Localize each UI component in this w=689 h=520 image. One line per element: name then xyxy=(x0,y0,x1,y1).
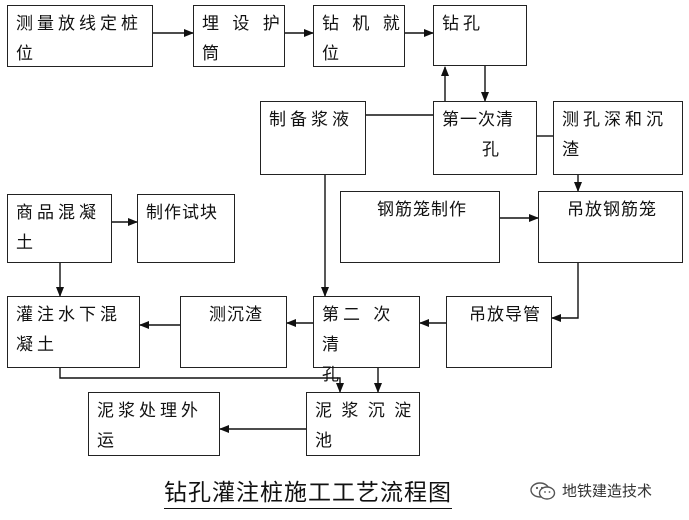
diagram-title: 钻孔灌注桩施工工艺流程图 xyxy=(164,479,452,509)
arrow-pour-tank xyxy=(59,368,344,393)
node-drill-line1: 钻孔 xyxy=(442,14,484,34)
node-tremie-line1: 吊放导管 xyxy=(469,305,541,325)
arrow-cage-tremie xyxy=(551,263,579,322)
wechat-icon xyxy=(530,481,556,500)
node-tank-line2: 池 xyxy=(315,431,336,451)
node-measure: 测孔深和沉 渣 xyxy=(553,101,683,175)
node-mud-prep-line1: 制备浆液 xyxy=(269,110,353,130)
node-rig-line1: 钻 机 就 xyxy=(322,14,404,34)
node-pour-line2: 凝土 xyxy=(16,335,58,355)
node-clean2: 第二 次 清 孔 xyxy=(313,296,420,385)
node-clean1-line2: 孔 xyxy=(482,140,503,160)
watermark-text: 地铁建造技术 xyxy=(562,482,653,500)
node-tank: 泥 浆 沉 淀 池 xyxy=(306,392,420,456)
node-treat-line2: 运 xyxy=(97,431,118,451)
node-cage-hoist-line1: 吊放钢筋笼 xyxy=(567,200,657,220)
node-survey-line1: 测量放线定桩 xyxy=(16,14,142,34)
node-survey: 测量放线定桩 位 xyxy=(7,5,153,67)
node-measure-line1: 测孔深和沉 xyxy=(562,110,667,130)
node-pour-line1: 灌注水下混 xyxy=(16,305,121,325)
node-drill: 钻孔 xyxy=(433,5,527,66)
node-test-block: 制作试块 xyxy=(137,194,235,263)
node-survey-line2: 位 xyxy=(16,44,37,64)
node-cage-hoist: 吊放钢筋笼 xyxy=(538,191,683,263)
node-cage-make-line1: 钢筋笼制作 xyxy=(377,200,467,220)
watermark: 地铁建造技术 xyxy=(530,480,652,501)
node-treat: 泥浆处理外 运 xyxy=(88,392,220,456)
node-pour: 灌注水下混 凝土 xyxy=(7,296,140,368)
node-measure-line2: 渣 xyxy=(562,140,583,160)
node-clean2-line2: 孔 xyxy=(322,365,343,385)
node-cage-make: 钢筋笼制作 xyxy=(340,191,500,263)
node-tremie: 吊放导管 xyxy=(446,296,552,368)
node-casing: 埋 设 护 筒 xyxy=(193,5,285,67)
node-test-block-line1: 制作试块 xyxy=(146,203,218,223)
node-rig-line2: 位 xyxy=(322,44,343,64)
node-concrete: 商品混凝 土 xyxy=(7,194,112,263)
node-treat-line1: 泥浆处理外 xyxy=(97,401,202,421)
node-clean1-line1: 第一次清 xyxy=(442,110,514,130)
node-rig: 钻 机 就 位 xyxy=(313,5,405,67)
node-concrete-line2: 土 xyxy=(16,233,37,253)
node-casing-line2: 筒 xyxy=(202,44,223,64)
node-tank-line1: 泥 浆 沉 淀 xyxy=(315,401,414,421)
node-casing-line1: 埋 设 护 xyxy=(202,14,284,34)
node-clean1: 第一次清 孔 xyxy=(433,101,537,175)
node-mud-prep: 制备浆液 xyxy=(260,101,366,175)
node-clean2-line1: 第二 次 清 xyxy=(322,305,395,355)
node-sediment: 测沉渣 xyxy=(180,296,287,368)
node-concrete-line1: 商品混凝 xyxy=(16,203,100,223)
node-sediment-line1: 测沉渣 xyxy=(209,305,263,325)
